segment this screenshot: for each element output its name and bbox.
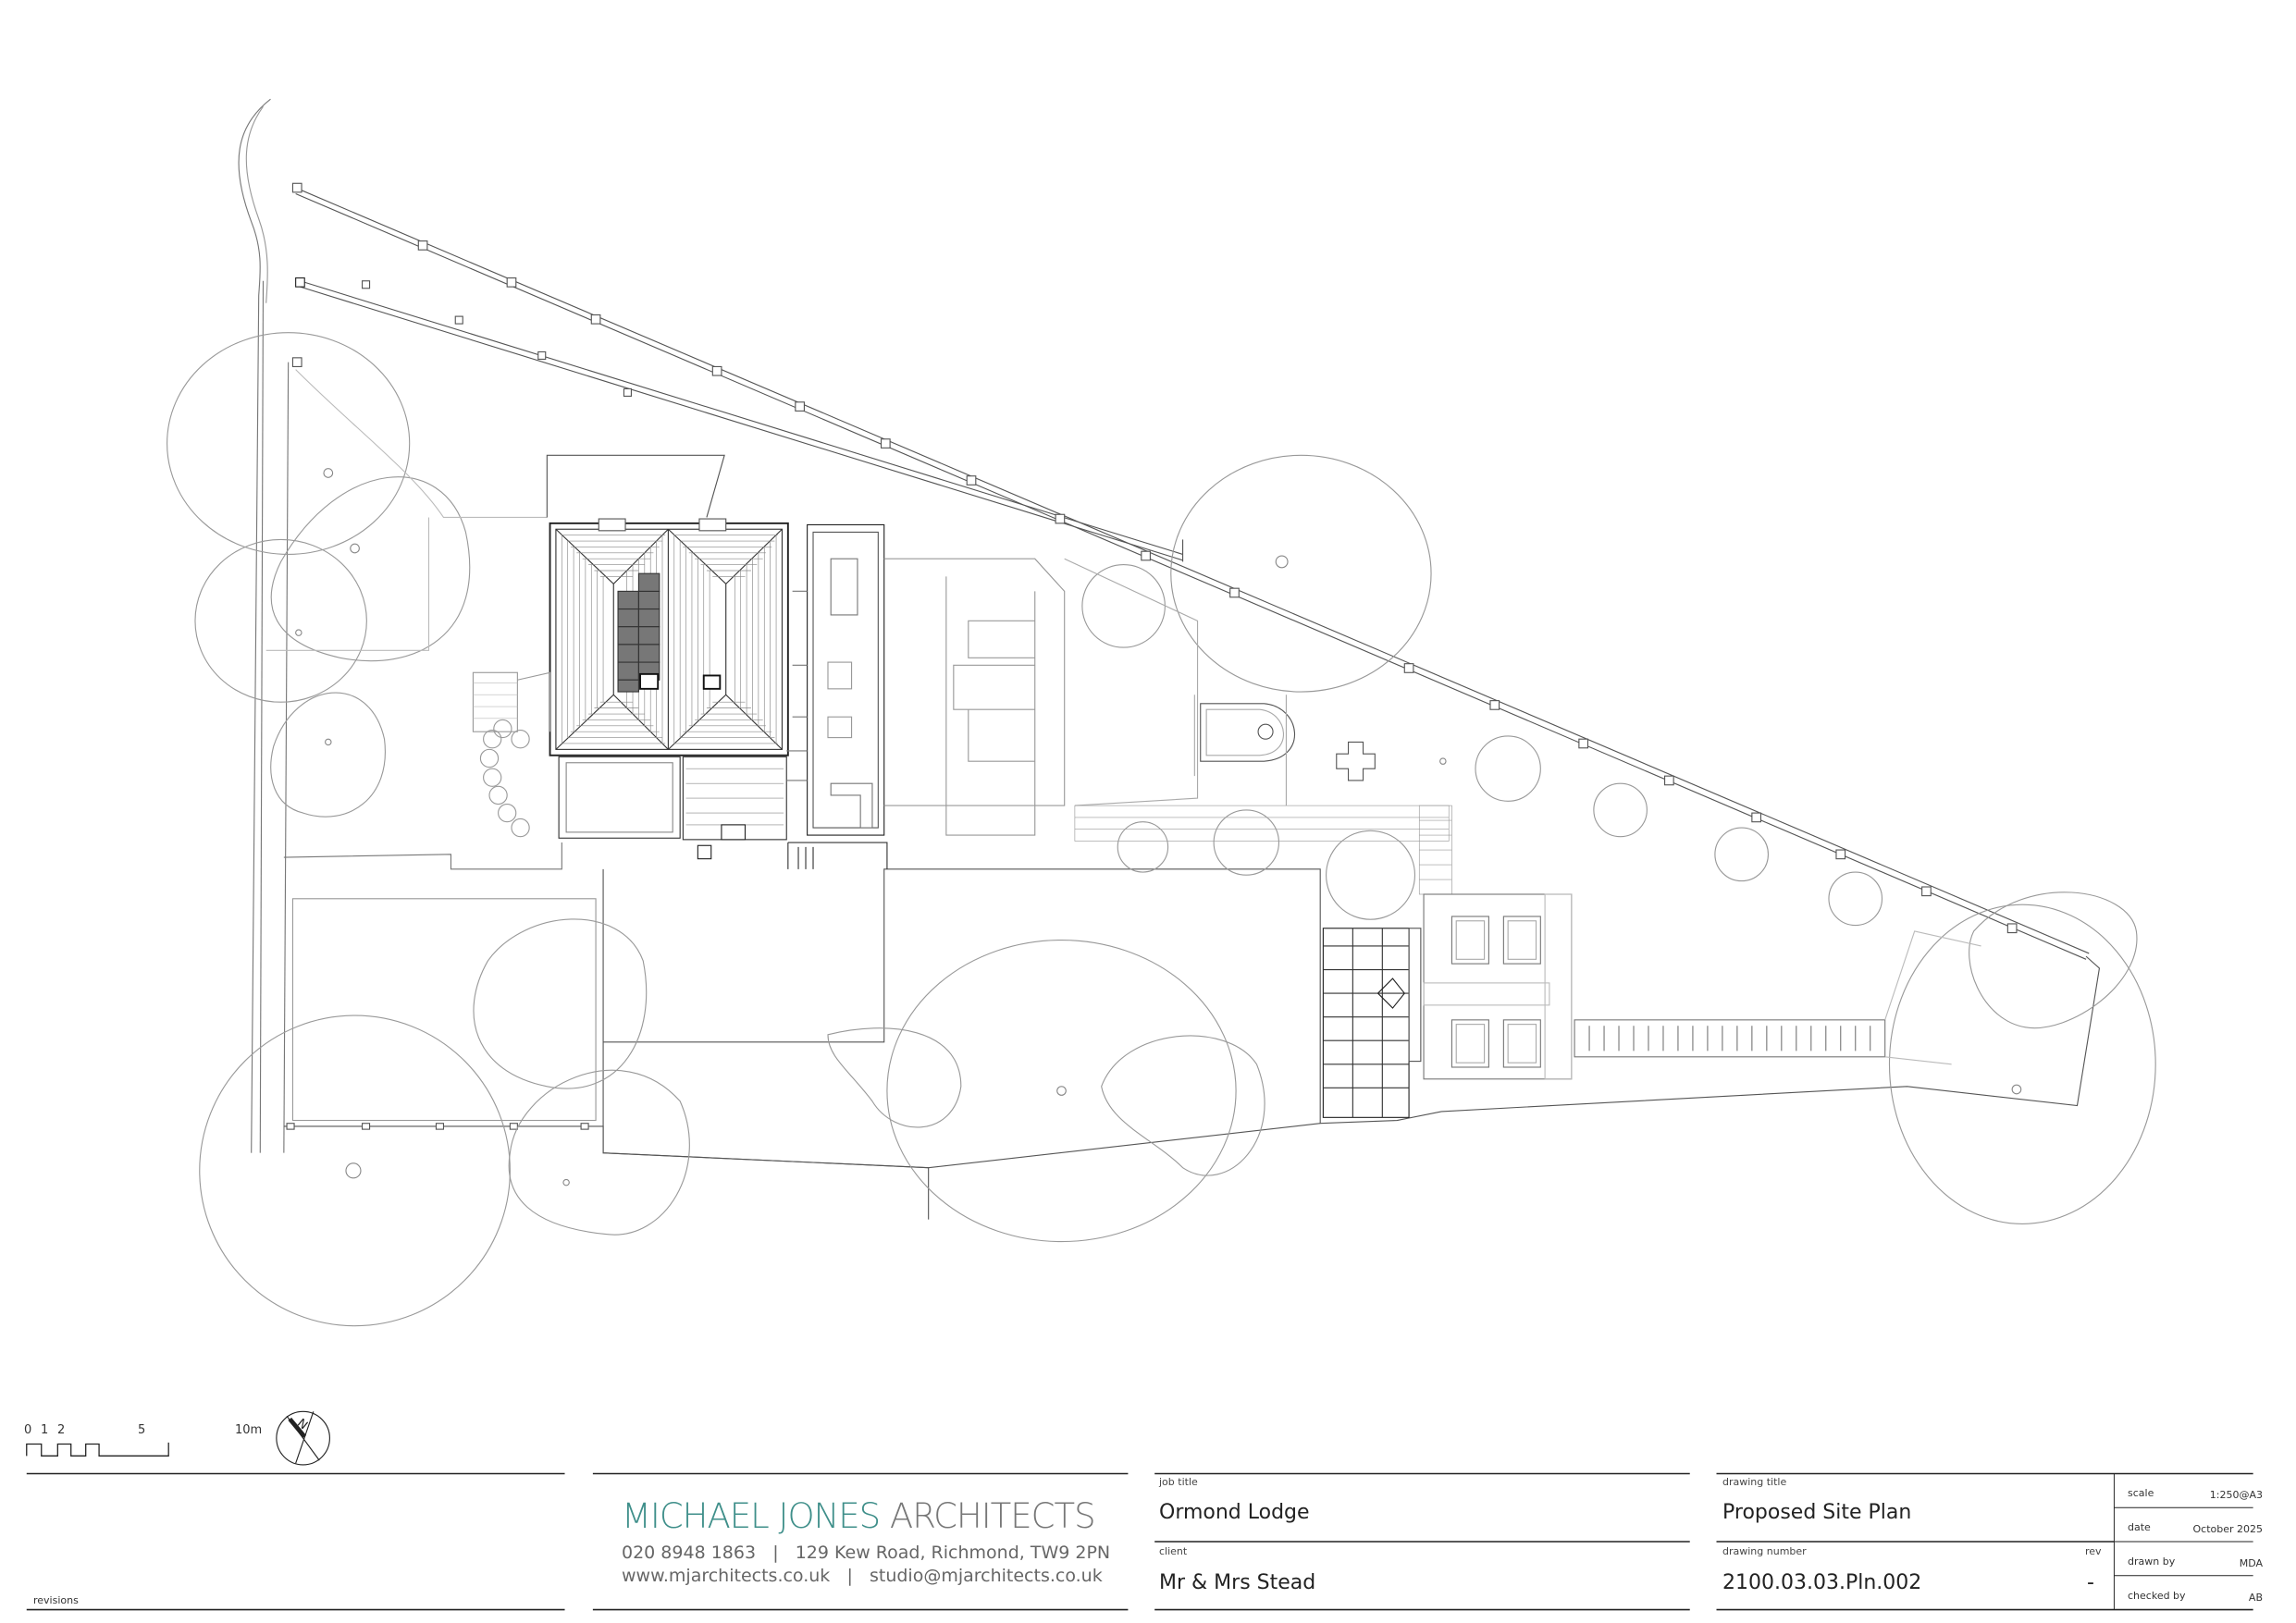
lower-garden xyxy=(602,1041,1321,1169)
raised-beds xyxy=(1423,893,1573,1080)
bench-strip xyxy=(1574,1019,1886,1058)
east-boundary xyxy=(602,868,2101,1125)
scale-tick-1: 1 xyxy=(41,1423,49,1437)
revisions-label: revisions xyxy=(33,1594,79,1606)
drawn-by-value: MDA xyxy=(2239,1557,2263,1569)
drawn-by-label: drawn by xyxy=(2128,1555,2176,1568)
driveway xyxy=(238,98,271,1153)
solar-panels xyxy=(617,572,660,693)
fountain xyxy=(1200,703,1296,762)
separator: | xyxy=(846,1566,853,1586)
drawing-title-label: drawing title xyxy=(1722,1476,1787,1488)
address: 129 Kew Road, Richmond, TW9 2PN xyxy=(795,1543,1111,1563)
main-house-roof xyxy=(549,522,789,756)
scale-label: scale xyxy=(2128,1487,2154,1499)
scale-tick-0: 0 xyxy=(24,1423,32,1437)
north-arrow-icon xyxy=(276,1410,330,1466)
rev-label: rev xyxy=(2085,1545,2102,1557)
paving-strip xyxy=(1074,805,1452,895)
trees xyxy=(167,332,2156,1327)
scale-tick-10m: 10m xyxy=(235,1423,263,1437)
separator: | xyxy=(772,1543,779,1563)
contact-line-1: 020 8948 1863 | 129 Kew Road, Richmond, … xyxy=(622,1543,1110,1563)
south-boundary xyxy=(283,1125,930,1220)
fence-posts xyxy=(291,182,2018,934)
tree-trunks xyxy=(295,468,2022,1187)
client: Mr & Mrs Stead xyxy=(1159,1571,1316,1594)
date-value: October 2025 xyxy=(2192,1523,2263,1535)
north-boundary-fence xyxy=(295,187,2090,960)
driveway-edge xyxy=(245,105,268,303)
phone: 020 8948 1863 xyxy=(622,1543,757,1563)
practice-logo: MICHAEL JONES ARCHITECTS xyxy=(622,1496,1096,1536)
logo-name: MICHAEL JONES xyxy=(622,1496,881,1536)
job-title: Ormond Lodge xyxy=(1159,1501,1310,1524)
drawing-title: Proposed Site Plan xyxy=(1722,1501,1912,1524)
roof-hatching xyxy=(561,535,778,744)
drawing-number: 2100.03.03.Pln.002 xyxy=(1722,1571,1922,1594)
rev-value: - xyxy=(2087,1571,2094,1594)
scale-tick-2: 2 xyxy=(57,1423,66,1437)
title-block-rules xyxy=(26,1472,2253,1611)
side-extension xyxy=(807,523,885,836)
email-link[interactable]: studio@mjarchitects.co.uk xyxy=(869,1566,1103,1586)
scale-value: 1:250@A3 xyxy=(2209,1489,2263,1501)
checked-by-label: checked by xyxy=(2128,1590,2186,1602)
contact-line-2: www.mjarchitects.co.uk | studio@mjarchit… xyxy=(622,1566,1103,1586)
logo-architects: ARCHITECTS xyxy=(889,1496,1096,1536)
cross-planter xyxy=(1336,741,1376,781)
greenhouse xyxy=(1322,928,1422,1118)
client-label: client xyxy=(1159,1545,1188,1557)
date-label: date xyxy=(2128,1521,2151,1533)
checked-by-value: AB xyxy=(2248,1592,2263,1604)
chimneys xyxy=(598,518,727,532)
hedge-shrubs xyxy=(479,719,530,838)
scale-tick-5: 5 xyxy=(138,1423,146,1437)
left-fence xyxy=(283,362,290,1153)
website-link[interactable]: www.mjarchitects.co.uk xyxy=(622,1566,831,1586)
left-boundary xyxy=(259,280,265,1153)
job-title-label: job title xyxy=(1159,1476,1198,1488)
drawing-number-label: drawing number xyxy=(1722,1545,1807,1557)
lawn-area xyxy=(291,898,597,1122)
scale-bar xyxy=(26,1442,169,1457)
